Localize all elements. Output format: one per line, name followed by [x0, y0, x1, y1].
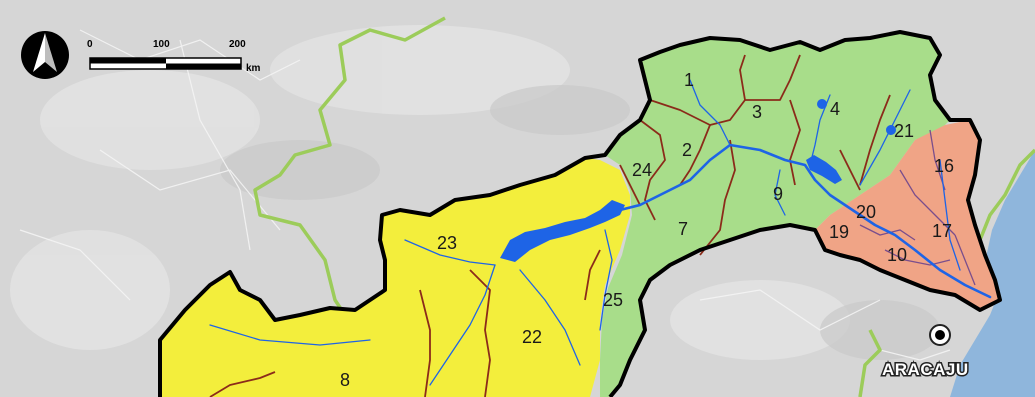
- city-marker: ARACAJU: [881, 324, 970, 381]
- scale-bar-segment: [90, 58, 166, 64]
- north-arrow: [21, 31, 69, 79]
- zone-labels: 1 2 3 4 7 8 9 10 16 17 19 20 21 22 23 24…: [340, 70, 954, 390]
- scale-tick-label: 200: [229, 39, 246, 50]
- tributary: [429, 264, 496, 386]
- basin-outline: [158, 30, 1002, 397]
- zone-label: 1: [684, 70, 694, 90]
- reservoir: [500, 200, 625, 262]
- zone-label: 7: [678, 219, 688, 239]
- zone-label: 4: [830, 99, 840, 119]
- zone-label: 20: [856, 202, 876, 222]
- county-borders: [19, 29, 951, 361]
- tributary: [404, 239, 496, 266]
- main-river: [618, 143, 992, 299]
- tributary: [599, 229, 613, 331]
- zone-label: 3: [752, 102, 762, 122]
- zone-label: 17: [932, 221, 952, 241]
- city-label: ARACAJU: [882, 360, 969, 379]
- scale-bar: 0 100 200 km: [87, 39, 261, 74]
- rivers: [209, 79, 992, 386]
- north-arrow-needle-left: [33, 33, 45, 72]
- zone-label: 19: [829, 222, 849, 242]
- tributary: [939, 159, 961, 271]
- zone-label: 8: [340, 370, 350, 390]
- north-arrow-needle-right: [45, 33, 57, 72]
- sub-basin-borders: [209, 54, 891, 397]
- city-dot-center: [935, 330, 945, 340]
- lower-basin: [815, 120, 1000, 310]
- tributary: [774, 169, 786, 216]
- zone-label: 22: [522, 327, 542, 347]
- terrain-texture: [10, 25, 850, 360]
- tributary: [519, 269, 581, 366]
- zone-label: 23: [437, 233, 457, 253]
- tributary: [689, 79, 731, 146]
- zone-label: 10: [887, 245, 907, 265]
- reservoir: [806, 155, 842, 184]
- upper-basin: [160, 158, 630, 397]
- zone-label: 25: [603, 290, 623, 310]
- lower-sub-borders: [859, 129, 976, 286]
- scale-tick-label: 100: [153, 39, 170, 50]
- scale-tick-label: 0: [87, 39, 93, 50]
- zone-label: 16: [934, 156, 954, 176]
- zone-label: 9: [773, 184, 783, 204]
- scale-unit-label: km: [246, 63, 261, 74]
- tributary: [209, 324, 371, 346]
- zone-label: 21: [894, 121, 914, 141]
- scale-bar-segment: [166, 63, 241, 69]
- reservoir: [886, 125, 896, 135]
- tributary: [859, 89, 911, 186]
- zone-label: 2: [682, 140, 692, 160]
- middle-basin: [600, 32, 950, 397]
- reservoir: [817, 99, 827, 109]
- zone-label: 24: [632, 160, 652, 180]
